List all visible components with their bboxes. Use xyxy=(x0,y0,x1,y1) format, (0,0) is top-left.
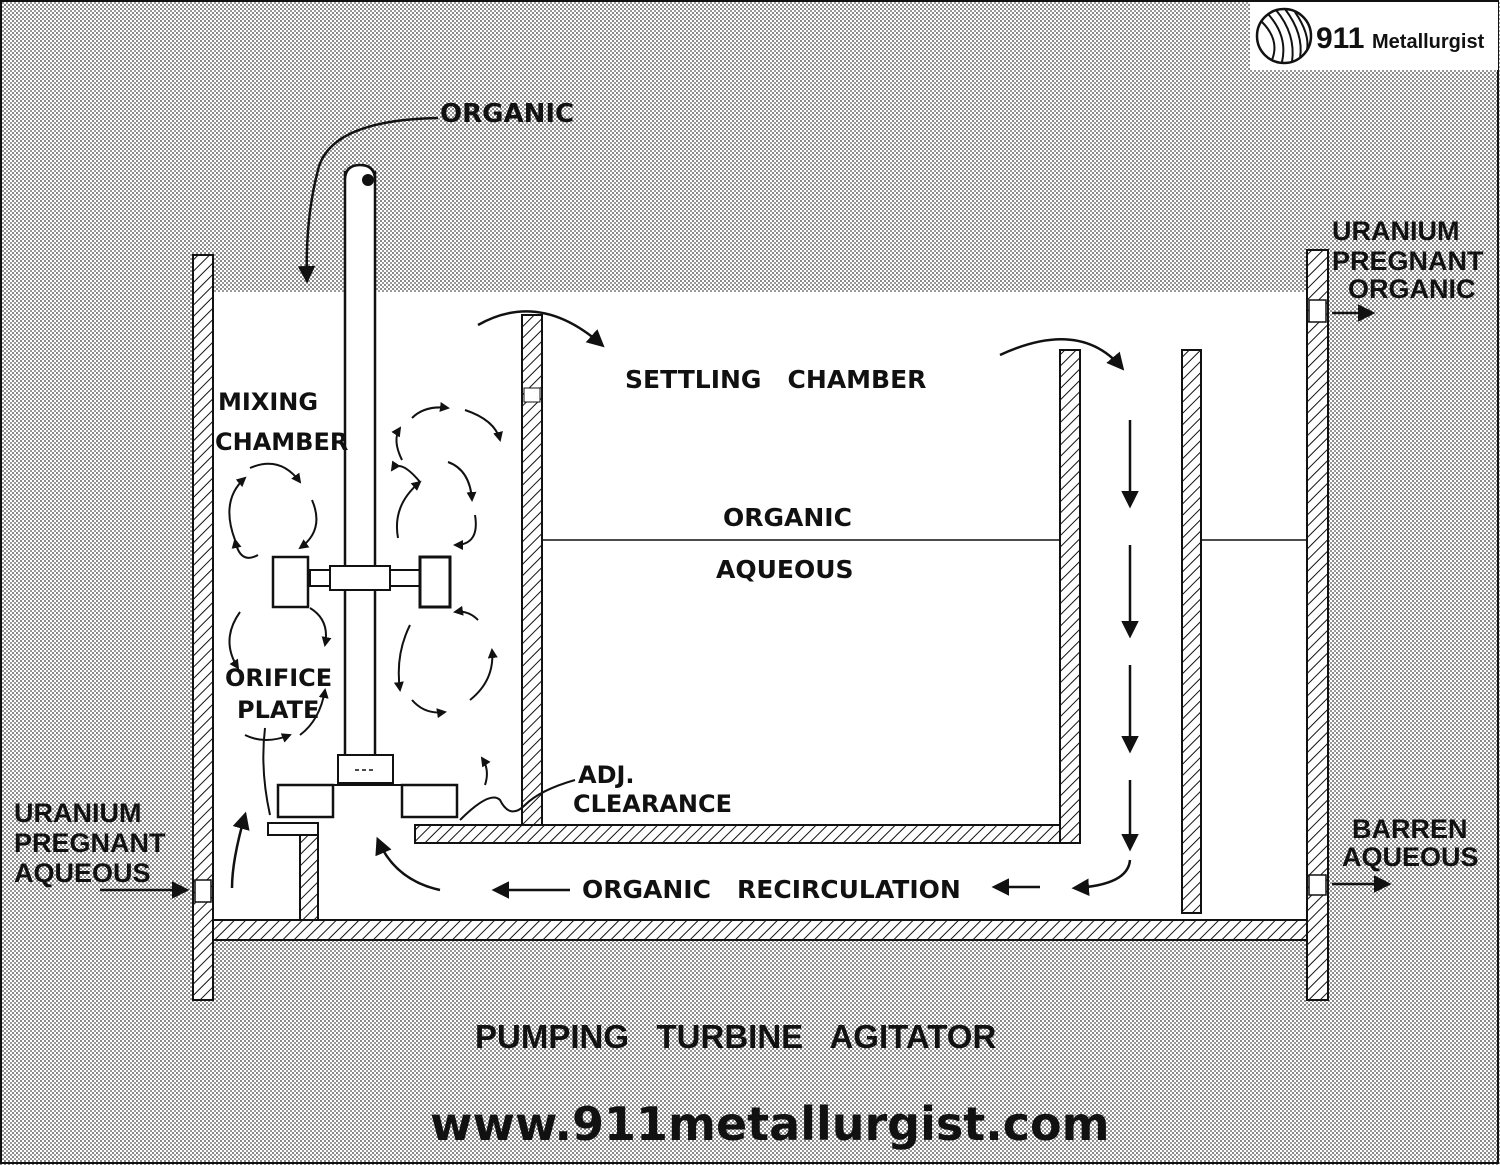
orifice-label: ORIFICE xyxy=(225,664,332,692)
striped-globe-icon xyxy=(1255,7,1313,65)
barren-label-line-1: BARREN xyxy=(1352,814,1468,844)
organic-outlet-label-line-2: PREGNANT xyxy=(1332,246,1484,276)
orifice-plate xyxy=(267,822,319,836)
clearance-leader-line xyxy=(459,779,576,821)
organic-outlet-label-line-1: URANIUM xyxy=(1332,216,1460,246)
organic-outlet-label-line-3: ORGANIC xyxy=(1348,274,1476,304)
organic-feed-arrow xyxy=(297,116,439,284)
settling-chamber-label: SETTLING CHAMBER xyxy=(625,365,926,394)
impeller-blade-right xyxy=(418,555,452,609)
website-url[interactable]: www.911metallurgist.com xyxy=(430,1097,1110,1151)
liquid-region xyxy=(213,292,1306,920)
organic-layer-label: ORGANIC xyxy=(723,503,852,532)
plate-label: PLATE xyxy=(237,696,319,724)
overflow-slot xyxy=(523,387,541,403)
settler-false-floor xyxy=(414,824,1081,844)
orifice-leader-line xyxy=(262,727,271,816)
mixer-overflow-arrow xyxy=(477,310,605,348)
aqueous-layer-label: AQUEOUS xyxy=(716,555,854,584)
barren-label-line-2: AQUEOUS xyxy=(1342,842,1479,872)
mixing-circulation-arrows xyxy=(228,402,503,786)
inlet-label-line-3: AQUEOUS xyxy=(14,858,151,888)
inlet-label-line-2: PREGNANT xyxy=(14,828,166,858)
settler-weir-wall xyxy=(1059,349,1081,844)
recirculation-label: ORGANIC RECIRCULATION xyxy=(582,875,961,904)
pump-turbine-hub xyxy=(337,754,394,784)
inlet-up-arrow xyxy=(230,811,250,889)
settler-overflow-arrow xyxy=(999,338,1125,371)
mixing-label: MIXING xyxy=(218,388,318,416)
orifice-plate-support xyxy=(299,834,319,921)
inlet-port xyxy=(194,879,212,903)
diagram-caption: PUMPING TURBINE AGITATOR xyxy=(475,1018,996,1055)
aqueous-baffle xyxy=(1181,349,1202,914)
organic-feed-label: ORGANIC xyxy=(440,99,574,129)
recirculation-up-arrow xyxy=(375,836,441,892)
recirculation-turn-arrow xyxy=(1071,859,1132,896)
impeller-blade-left xyxy=(271,555,310,609)
organic-outlet-port xyxy=(1308,299,1327,323)
tank-bottom xyxy=(212,919,1329,941)
tank-left-wall xyxy=(192,254,214,1001)
pump-blade-left xyxy=(276,783,335,819)
logo-name: Metallurgist xyxy=(1372,31,1485,53)
clearance-label: CLEARANCE xyxy=(573,790,732,818)
chamber-label: CHAMBER xyxy=(215,428,348,456)
inlet-label-line-1: URANIUM xyxy=(14,798,142,828)
logo-number: 911 xyxy=(1316,22,1364,55)
pump-blade-right xyxy=(400,783,459,819)
agitator-shaft xyxy=(343,170,377,759)
shaft-top-dot xyxy=(362,174,374,186)
logo: 911 Metallurgist xyxy=(1250,2,1498,70)
adj-label: ADJ. xyxy=(578,761,635,789)
tank-right-wall xyxy=(1306,249,1329,1001)
aqueous-outlet-port xyxy=(1308,874,1327,896)
